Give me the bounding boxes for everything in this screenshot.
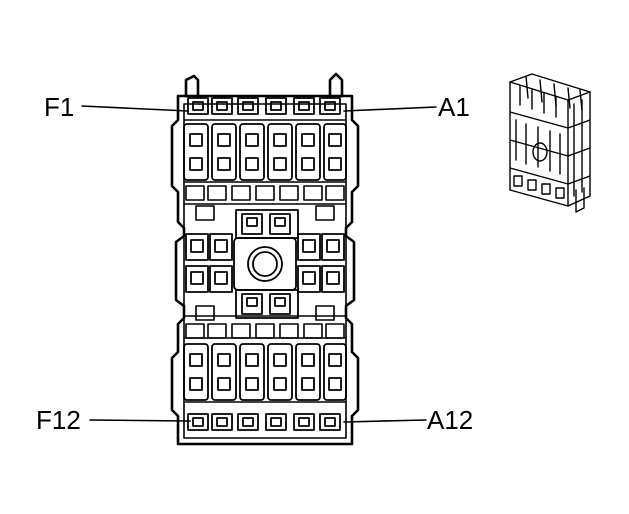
pin-label-f12: F12 [36, 405, 81, 435]
connector-body [170, 72, 360, 446]
terminal-cavities-upper [183, 123, 347, 181]
leader-line-f12 [89, 419, 191, 422]
terminal-row-top [187, 97, 341, 115]
leader-line-a1 [343, 106, 437, 112]
terminal-row-bottom [187, 413, 341, 431]
pin-label-a12: A12 [427, 405, 474, 435]
leader-line-a12 [343, 419, 427, 423]
center-latch [185, 209, 345, 319]
connector-isometric-thumbnail [509, 73, 591, 213]
pin-label-a1: A1 [438, 92, 470, 122]
terminal-row-lower-middle [185, 305, 345, 339]
pin-label-f1: F1 [44, 92, 75, 122]
terminal-row-upper-middle [185, 185, 345, 221]
terminal-cavities-lower [183, 343, 347, 401]
leader-line-f1 [81, 105, 189, 112]
